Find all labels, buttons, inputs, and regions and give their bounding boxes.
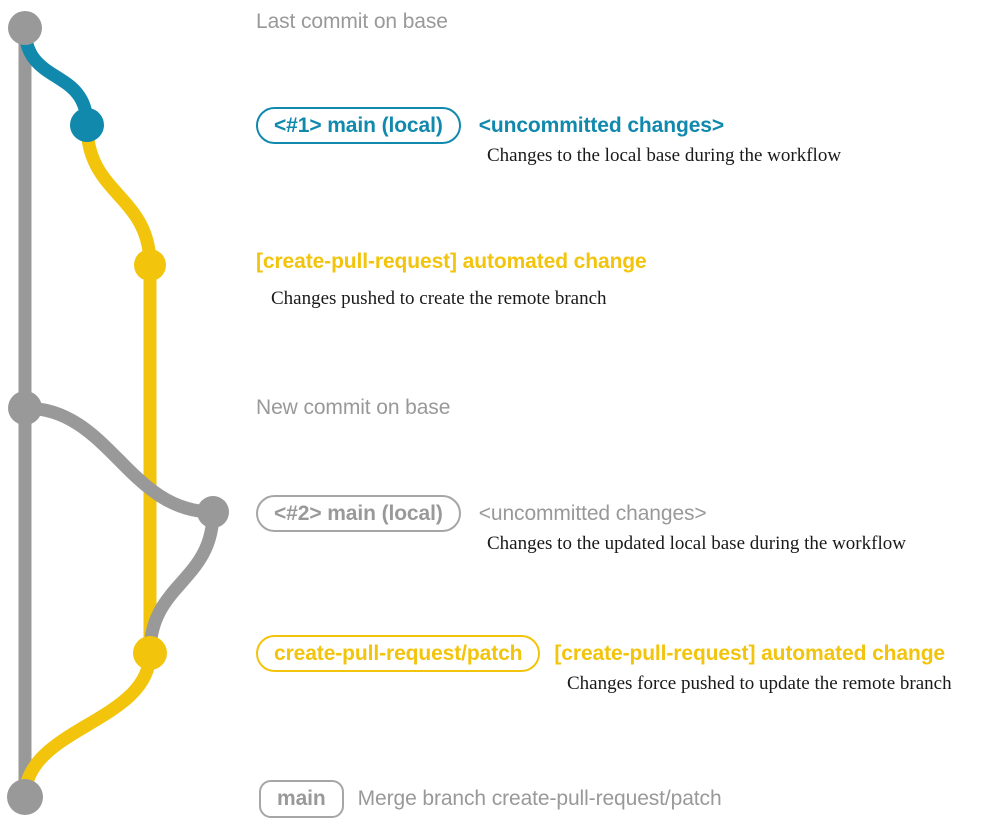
node-base-new-commit <box>8 391 42 425</box>
commit-label-last-commit-on-base: Last commit on base <box>256 10 448 33</box>
commit-description-1: Changes to the local base during the wor… <box>487 145 842 166</box>
branch-pill-create-pull-request-patch[interactable]: create-pull-request/patch <box>256 635 541 672</box>
node-base-head <box>8 11 42 45</box>
node-patch-commit-2 <box>133 636 167 670</box>
node-local-commit-1 <box>70 108 104 142</box>
commit-label-uncommitted-changes-1: <uncommitted changes> <box>478 113 725 137</box>
edge-patch2-to-merge <box>18 646 157 804</box>
commit-description-4: Changes force pushed to update the remot… <box>567 673 952 694</box>
node-patch-commit-1 <box>134 249 166 281</box>
row-new-commit-on-base: New commit on base <box>256 396 450 420</box>
node-merge-commit <box>7 779 43 815</box>
commit-label-uncommitted-changes-2: <uncommitted changes> <box>478 501 707 525</box>
commit-description-2: Changes pushed to create the remote bran… <box>271 288 607 309</box>
graph-nodes <box>7 11 229 815</box>
branch-pill-main-local-2[interactable]: <#2> main (local) <box>256 495 461 532</box>
row-local-uncommitted-2: <#2> main (local) <uncommitted changes> <box>256 495 707 532</box>
row-automated-change-1: [create-pull-request] automated change <box>256 250 647 274</box>
row-automated-change-2: create-pull-request/patch [create-pull-r… <box>256 635 945 672</box>
edge-local2-to-patch2 <box>143 505 220 660</box>
branch-pill-main[interactable]: main <box>259 780 344 818</box>
commit-label-automated-change-1: [create-pull-request] automated change <box>256 250 647 273</box>
commit-label-new-commit-on-base: New commit on base <box>256 396 451 419</box>
row-local-uncommitted-1: <#1> main (local) <uncommitted changes> <box>256 107 724 144</box>
commit-description-3: Changes to the updated local base during… <box>487 533 906 554</box>
row-last-commit-on-base: Last commit on base <box>256 10 448 34</box>
commit-label-merge-branch: Merge branch create-pull-request/patch <box>357 787 722 810</box>
edge-base2-to-local2 <box>18 401 220 519</box>
row-merge-commit: main Merge branch create-pull-request/pa… <box>259 780 722 818</box>
commit-label-automated-change-2: [create-pull-request] automated change <box>554 641 946 665</box>
edge-local1-to-patch1 <box>80 118 157 272</box>
node-local-commit-2 <box>197 496 229 528</box>
branch-pill-main-local-1[interactable]: <#1> main (local) <box>256 107 461 144</box>
edge-base-to-local1 <box>18 21 94 132</box>
